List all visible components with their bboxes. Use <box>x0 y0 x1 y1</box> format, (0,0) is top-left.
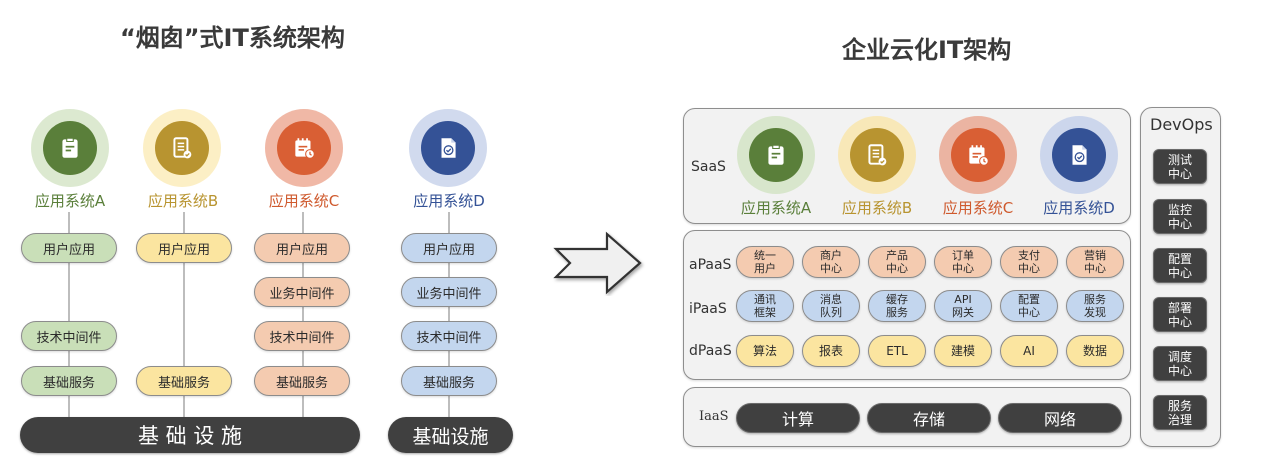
iaas-cell-network: 网络 <box>998 403 1122 433</box>
icon-ring <box>409 109 487 187</box>
separate-infrastructure-bar: 基础设施 <box>388 417 513 453</box>
app-label: 应用系统A <box>740 199 812 217</box>
column-line-d <box>448 212 450 418</box>
devops-cell-schedule-center: 调度 中心 <box>1153 346 1207 381</box>
icon-ring <box>265 109 343 187</box>
dpaas-cell-data: 数据 <box>1066 335 1124 367</box>
dpaas-cell-ai: AI <box>1000 335 1058 367</box>
iaas-label: IaaS <box>699 409 729 424</box>
ipaas-cell-api-gateway: API 网关 <box>934 290 992 322</box>
layer-pill-tech-middleware: 技术中间件 <box>254 321 350 351</box>
dpaas-cell-algorithm: 算法 <box>736 335 794 367</box>
apaas-cell-order-center: 订单 中心 <box>934 246 992 278</box>
ipaas-label: iPaaS <box>689 301 727 317</box>
ipaas-cell-config-center: 配置 中心 <box>1000 290 1058 322</box>
apaas-cell-merchant-center: 商户 中心 <box>802 246 860 278</box>
icon-ring <box>939 116 1017 194</box>
apaas-cell-product-center: 产品 中心 <box>868 246 926 278</box>
apaas-cell-payment-center: 支付 中心 <box>1000 246 1058 278</box>
shared-infrastructure-bar: 基 础 设 施 <box>20 417 360 453</box>
devops-cell-config-center: 配置 中心 <box>1153 248 1207 283</box>
left-title: “烟囱”式IT系统架构 <box>120 24 345 52</box>
app-label: 应用系统B <box>147 192 219 210</box>
app-label: 应用系统B <box>841 199 913 217</box>
devops-cell-monitor-center: 监控 中心 <box>1153 199 1207 234</box>
apaas-cell-marketing-center: 营销 中心 <box>1066 246 1124 278</box>
dpaas-cell-etl: ETL <box>868 335 926 367</box>
apaas-cell-unified-user: 统一 用户 <box>736 246 794 278</box>
document-check-icon <box>155 121 209 175</box>
layer-pill-base-service: 基础服务 <box>254 366 350 396</box>
ipaas-cell-communication-framework: 通讯 框架 <box>736 290 794 322</box>
right-title: 企业云化IT架构 <box>842 36 1012 64</box>
app-label: 应用系统C <box>268 192 340 210</box>
layer-pill-user-app: 用户应用 <box>254 233 350 263</box>
app-label: 应用系统D <box>413 192 485 210</box>
icon-ring <box>838 116 916 194</box>
apaas-label: aPaaS <box>689 257 732 273</box>
icon-ring <box>143 109 221 187</box>
ipaas-cell-service-discovery: 服务 发现 <box>1066 290 1124 322</box>
devops-panel: DevOps 测试 中心 监控 中心 配置 中心 部署 中心 调度 中心 服务 … <box>1140 107 1221 447</box>
column-line-b <box>183 212 185 418</box>
dpaas-cell-report: 报表 <box>802 335 860 367</box>
document-check-icon <box>850 128 904 182</box>
layer-pill-business-middleware: 业务中间件 <box>401 277 497 307</box>
saas-label: SaaS <box>691 159 726 175</box>
right-arrow-icon <box>553 231 642 295</box>
column-line-c <box>302 212 304 418</box>
clipboard-icon <box>43 121 97 175</box>
calendar-clock-icon <box>951 128 1005 182</box>
layer-pill-base-service: 基础服务 <box>136 366 232 396</box>
iaas-panel: IaaS 计算 存储 网络 <box>683 387 1131 447</box>
icon-ring <box>1040 116 1118 194</box>
devops-cell-test-center: 测试 中心 <box>1153 149 1207 184</box>
layer-pill-base-service: 基础服务 <box>21 366 117 396</box>
layer-pill-tech-middleware: 技术中间件 <box>401 321 497 351</box>
layer-pill-user-app: 用户应用 <box>136 233 232 263</box>
iaas-cell-storage: 存储 <box>867 403 991 433</box>
layer-pill-user-app: 用户应用 <box>401 233 497 263</box>
app-label: 应用系统D <box>1043 199 1115 217</box>
devops-cell-deploy-center: 部署 中心 <box>1153 297 1207 332</box>
dpaas-label: dPaaS <box>689 343 732 359</box>
ipaas-cell-message-queue: 消息 队列 <box>802 290 860 322</box>
calendar-clock-icon <box>277 121 331 175</box>
clipboard-icon <box>749 128 803 182</box>
layer-pill-tech-middleware: 技术中间件 <box>21 321 117 351</box>
layer-pill-base-service: 基础服务 <box>401 366 497 396</box>
file-check-icon <box>421 121 475 175</box>
devops-title: DevOps <box>1150 115 1213 134</box>
app-label: 应用系统C <box>942 199 1014 217</box>
layer-pill-user-app: 用户应用 <box>21 233 117 263</box>
devops-cell-service-governance: 服务 治理 <box>1153 395 1207 430</box>
dpaas-cell-modeling: 建模 <box>934 335 992 367</box>
saas-panel: SaaS 应用系统A 应用系统B 应用系统C 应用系统D <box>683 108 1131 224</box>
icon-ring <box>737 116 815 194</box>
column-line-a <box>68 212 70 418</box>
file-check-icon <box>1052 128 1106 182</box>
app-label: 应用系统A <box>34 192 106 210</box>
ipaas-cell-cache-service: 缓存 服务 <box>868 290 926 322</box>
iaas-cell-compute: 计算 <box>736 403 860 433</box>
layer-pill-business-middleware: 业务中间件 <box>254 277 350 307</box>
icon-ring <box>31 109 109 187</box>
paas-panel: aPaaS iPaaS dPaaS 统一 用户 商户 中心 产品 中心 订单 中… <box>683 230 1131 380</box>
